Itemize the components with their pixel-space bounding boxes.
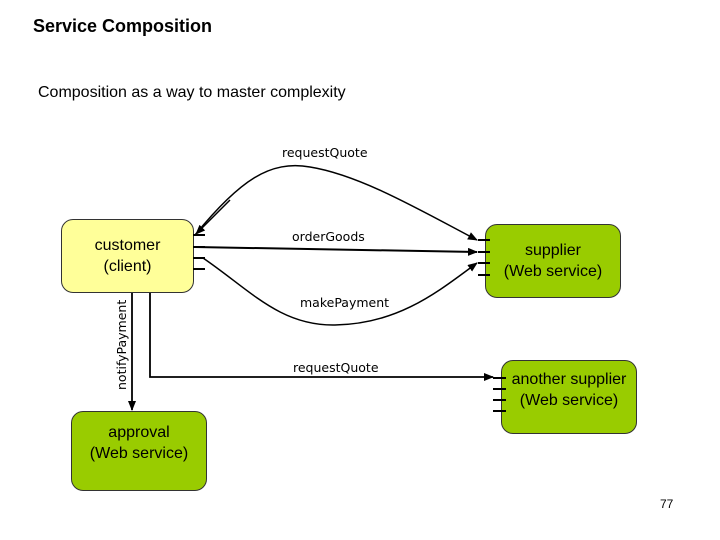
customer-label: customer	[94, 237, 161, 254]
make-payment-edge	[202, 257, 478, 326]
approval-sublabel: (Web service)	[89, 445, 189, 462]
slide-title: Service Composition	[33, 16, 213, 36]
request-quote-top-label: requestQuote	[282, 145, 368, 160]
request-quote-back-arrow	[195, 199, 231, 235]
request-quote-another-edge	[149, 293, 494, 381]
supplier-ports	[478, 239, 490, 276]
notify-payment-label: notifyPayment	[114, 300, 129, 390]
page-number: 77	[660, 497, 674, 511]
another-supplier-label: another supplier	[511, 371, 627, 388]
request-quote-arc	[194, 164, 478, 241]
supplier-node: supplier (Web service)	[485, 224, 621, 298]
customer-ports	[193, 234, 205, 270]
supplier-sublabel: (Web service)	[503, 263, 603, 280]
customer-sublabel: (client)	[103, 258, 152, 275]
request-quote-bottom-label: requestQuote	[293, 360, 379, 375]
another-supplier-sublabel: (Web service)	[519, 392, 619, 409]
another-supplier-node: another supplier (Web service)	[501, 360, 637, 434]
another-supplier-ports	[493, 377, 506, 412]
slide-subtitle: Composition as a way to master complexit…	[38, 84, 346, 101]
make-payment-label: makePayment	[300, 295, 389, 310]
order-goods-edge	[194, 246, 478, 256]
supplier-label: supplier	[524, 242, 581, 259]
customer-node: customer (client)	[61, 219, 194, 293]
approval-node: approval (Web service)	[71, 411, 207, 491]
approval-label: approval	[108, 424, 170, 441]
order-goods-label: orderGoods	[292, 229, 365, 244]
